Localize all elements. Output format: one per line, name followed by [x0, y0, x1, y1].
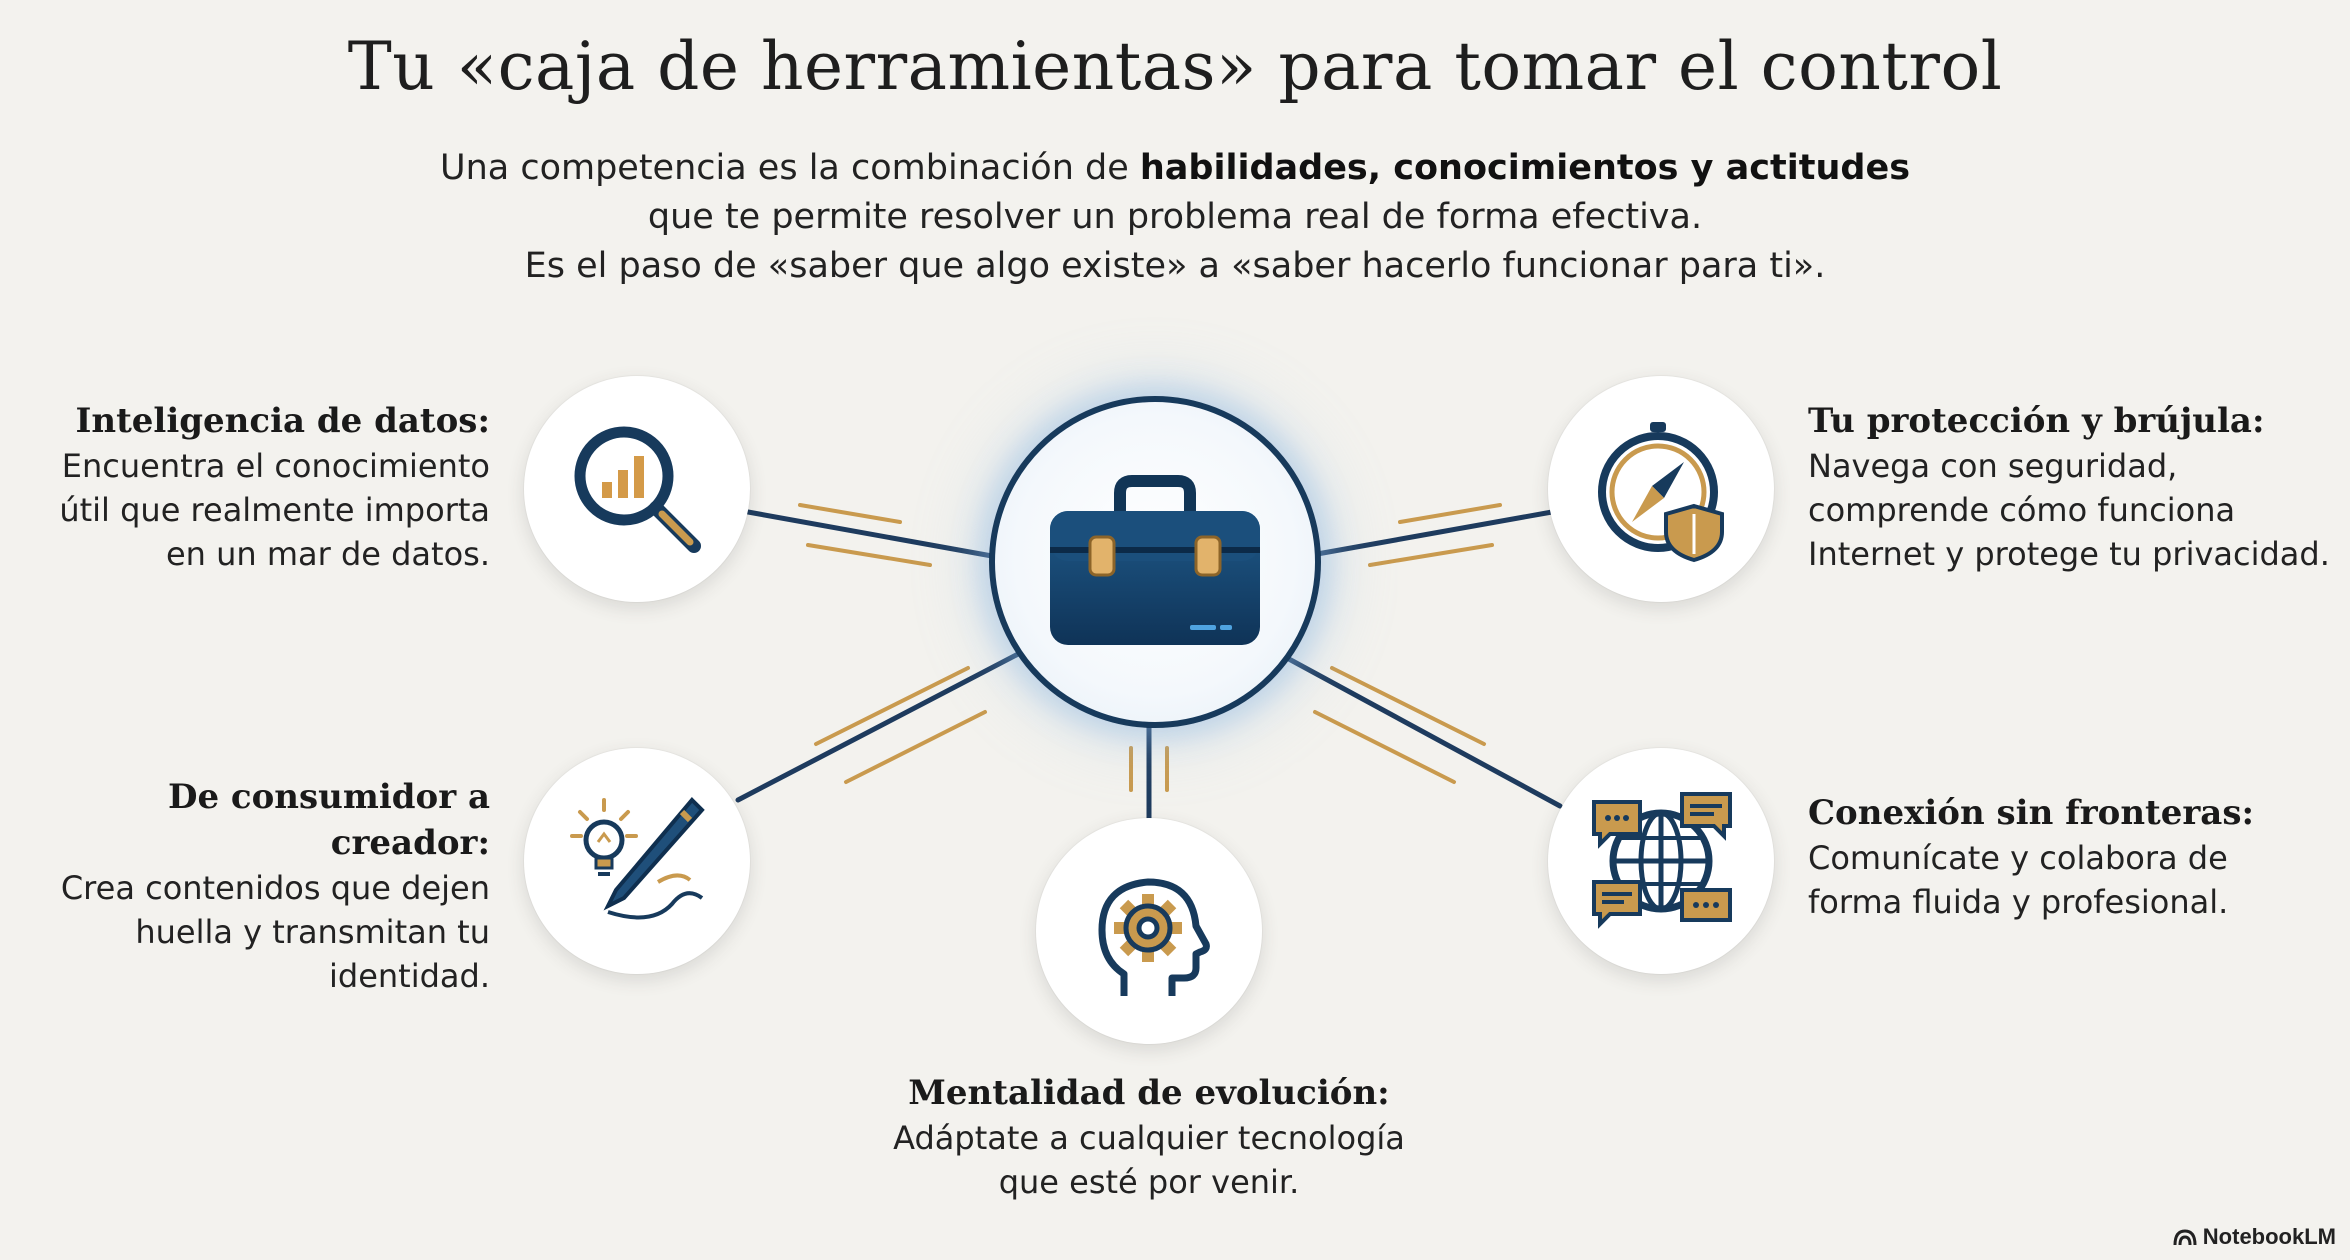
- node-connection: [1548, 748, 1774, 974]
- desc-line: Comunícate y colabora de: [1808, 839, 2228, 877]
- desc-line: Adáptate a cualquier tecnología: [893, 1119, 1405, 1157]
- desc-line: en un mar de datos.: [165, 535, 490, 573]
- desc-line: Internet y protege tu privacidad.: [1808, 535, 2330, 573]
- heading-data-intelligence: Inteligencia de datos:: [75, 401, 490, 441]
- node-mindset: [1036, 818, 1262, 1044]
- lightbulb-pen-icon: [570, 797, 705, 920]
- node-protection-compass: [1548, 376, 1774, 602]
- connector-data: [745, 509, 995, 559]
- subtitle-line-1-text: Una competencia es la combinación de: [439, 148, 1140, 188]
- desc-line: forma fluida y profesional.: [1808, 883, 2229, 921]
- text-connection: Conexión sin fronteras: Comunícate y col…: [1808, 790, 2254, 924]
- node-creator: [524, 748, 750, 974]
- heading-protection-compass: Tu protección y brújula:: [1808, 401, 2265, 441]
- node-data-intelligence: [524, 376, 750, 602]
- subtitle-line-1-bold: habilidades, conocimientos y actitudes: [1139, 148, 1911, 188]
- connector-connection: [1273, 649, 1563, 809]
- subtitle-line-2: que te permite resolver un problema real…: [647, 197, 1703, 237]
- magnifier-chart-icon: [574, 426, 701, 553]
- notebooklm-logo-icon: [2173, 1229, 2197, 1246]
- text-creator: De consumidor a creador: Crea contenidos…: [0, 774, 490, 998]
- connector-compass: [1303, 509, 1555, 559]
- toolbox-icon: [1050, 475, 1260, 645]
- desc-line: Navega con seguridad,: [1808, 447, 2178, 485]
- subtitle: Una competencia es la combinación de hab…: [0, 144, 2350, 291]
- heading-connection: Conexión sin fronteras:: [1808, 793, 2255, 833]
- subtitle-line-1: Una competencia es la combinación de hab…: [0, 144, 2350, 193]
- notebooklm-brand: NotebookLM: [2173, 1224, 2336, 1250]
- page-title: Tu «caja de herramientas» para tomar el …: [347, 28, 2003, 105]
- brand-label: NotebookLM: [2202, 1224, 2336, 1249]
- head-gear-icon: [1098, 878, 1210, 996]
- connector-creator: [735, 649, 1025, 803]
- desc-line: huella y transmitan tu: [135, 913, 490, 951]
- desc-line: Crea contenidos que dejen: [60, 869, 490, 907]
- desc-line: que esté por venir.: [998, 1163, 1300, 1201]
- text-protection-compass: Tu protección y brújula: Navega con segu…: [1808, 398, 2330, 576]
- globe-chat-icon: [1592, 792, 1732, 929]
- text-data-intelligence: Inteligencia de datos: Encuentra el cono…: [59, 398, 490, 576]
- text-mindset: Mentalidad de evolución: Adáptate a cual…: [849, 1070, 1449, 1204]
- compass-shield-icon: [1598, 422, 1724, 563]
- subtitle-line-3: Es el paso de «saber que algo existe» a …: [524, 246, 1826, 286]
- toolbox-hub: [989, 396, 1321, 728]
- desc-line: comprende cómo funciona: [1808, 491, 2236, 529]
- heading-mindset: Mentalidad de evolución:: [908, 1073, 1390, 1113]
- desc-line: Encuentra el conocimiento: [61, 447, 490, 485]
- desc-line: útil que realmente importa: [59, 491, 490, 529]
- heading-creator: De consumidor a creador:: [167, 777, 490, 863]
- desc-line: identidad.: [328, 957, 490, 995]
